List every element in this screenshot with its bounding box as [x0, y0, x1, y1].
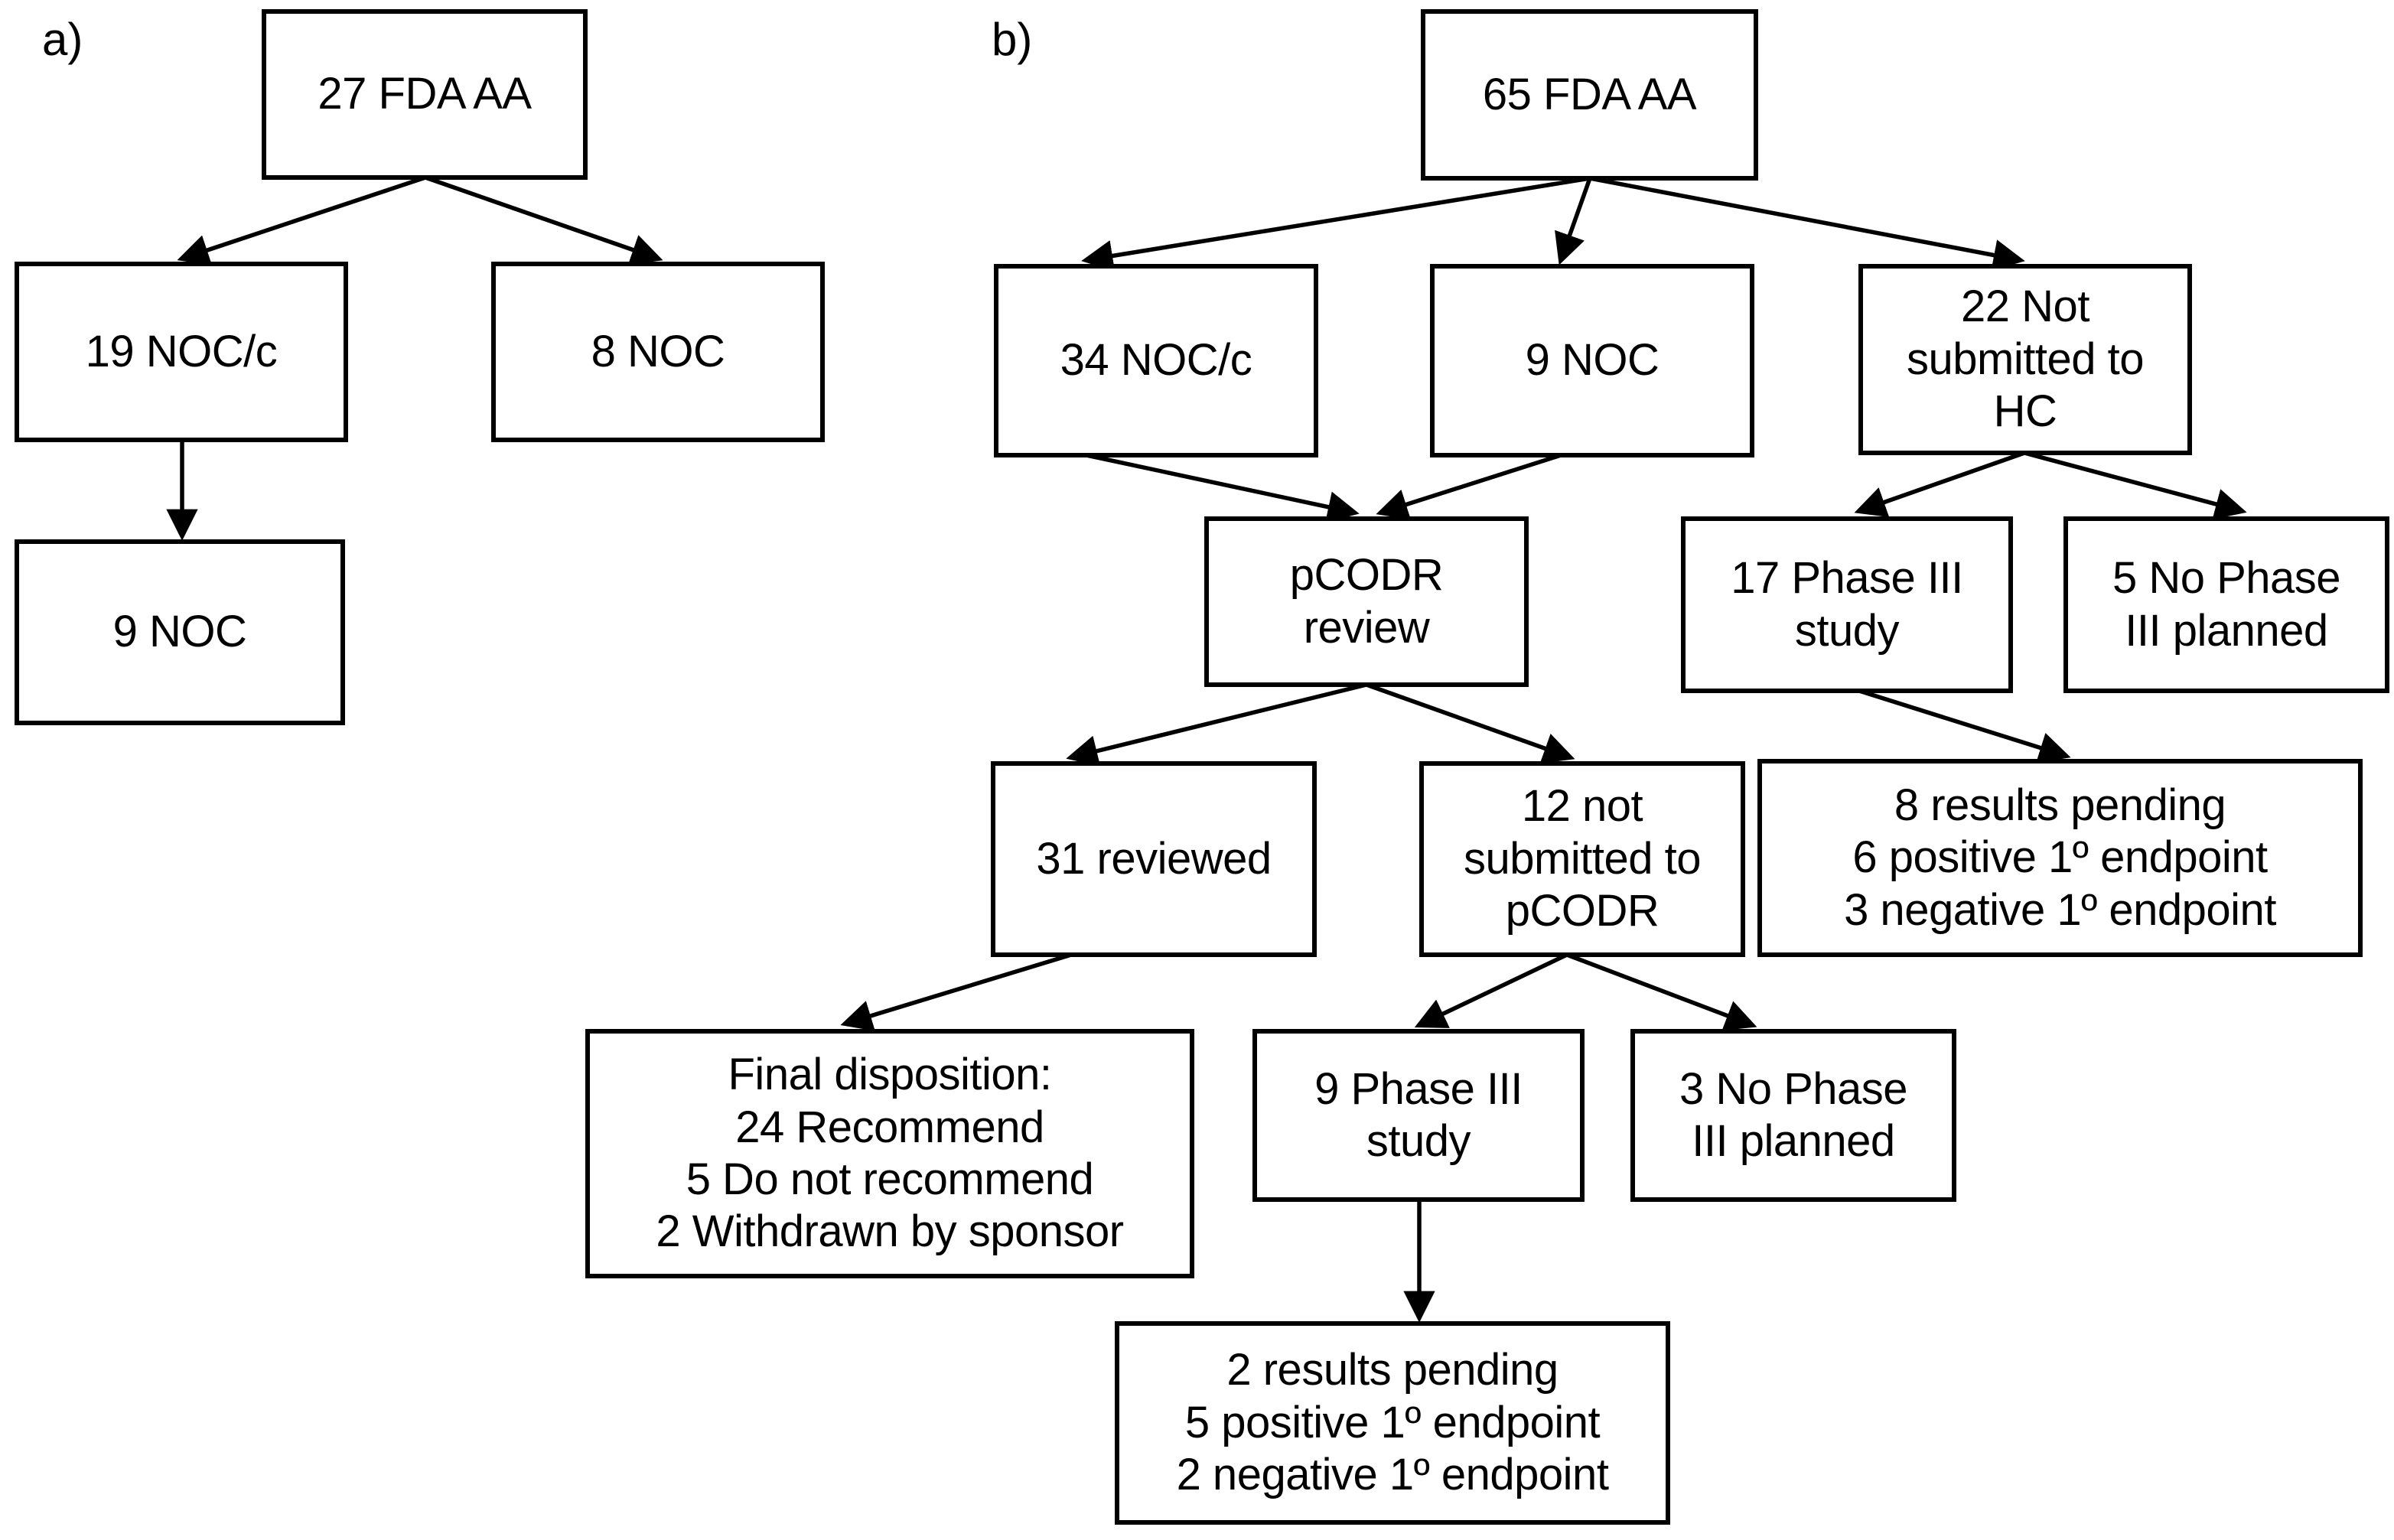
- node-label-b-results8: 8 results pending 6 positive 1º endpoint…: [1760, 761, 2360, 955]
- edge-b-notsub12-to-p3-9: [1414, 952, 1568, 1028]
- node-label-b-nocc: 34 NOC/c: [996, 266, 1316, 455]
- node-line: 2 Withdrawn by sponsor: [656, 1206, 1124, 1257]
- node-label-b-p3-17: 17 Phase III study: [1683, 519, 2011, 691]
- node-line: III planned: [2125, 605, 2328, 656]
- node-box-b-p3-9: [1252, 1029, 1585, 1202]
- node-line: 9 NOC: [112, 607, 247, 657]
- node-label-b-reviewed31: 31 reviewed: [993, 763, 1314, 955]
- edge-b-pcodr-to-reviewed31: [1066, 682, 1367, 767]
- node-label-b-noc9: 9 NOC: [1432, 266, 1752, 455]
- edge-b-fda-to-nothc: [1589, 176, 2025, 271]
- node-line: 2 results pending: [1226, 1345, 1559, 1395]
- node-label-b-fda: 65 FDA AA: [1423, 11, 1756, 178]
- node-line: 8 NOC: [591, 326, 725, 376]
- node-line: review: [1303, 602, 1430, 653]
- node-box-b-results8: [1757, 759, 2363, 957]
- node-line: 12 not: [1521, 781, 1643, 832]
- node-line: 9 Phase III: [1314, 1063, 1523, 1114]
- edge-b-nothc-to-p3-17: [1854, 451, 2025, 518]
- edge-b-noc9-to-pcodr: [1376, 453, 1562, 520]
- node-label-a-fda: 27 FDA AA: [264, 11, 585, 177]
- node-box-b-fda: [1421, 9, 1758, 181]
- node-line: submitted to: [1464, 833, 1701, 884]
- panel-a-edges: [166, 175, 663, 541]
- node-line: HC: [1993, 386, 2057, 437]
- node-line: Final disposition:: [728, 1050, 1053, 1100]
- node-label-b-nothc: 22 Not submitted to HC: [1861, 266, 2190, 453]
- node-label-b-nop3-5: 5 No Phase III planned: [2066, 519, 2387, 691]
- node-line: 8 results pending: [1894, 780, 2226, 830]
- node-line: 19 NOC/c: [85, 326, 278, 376]
- node-box-b-nop3-5: [2063, 516, 2389, 693]
- node-line: 5 positive 1º endpoint: [1184, 1397, 1601, 1447]
- node-label-a-noc8: 8 NOC: [493, 264, 822, 440]
- node-line: submitted to: [1907, 334, 2144, 384]
- node-box-b-nop3-3: [1630, 1029, 1956, 1202]
- node-box-b-final: [585, 1029, 1194, 1278]
- node-line: 9 NOC: [1525, 335, 1660, 386]
- edge-b-notsub12-to-nop3-3: [1566, 952, 1757, 1031]
- node-box-a-noc8: [491, 262, 825, 442]
- node-line: 65 FDA AA: [1482, 69, 1697, 119]
- node-box-b-nocc: [994, 264, 1318, 457]
- node-line: 22 Not: [1961, 282, 2089, 332]
- node-label-a-nocc: 19 NOC/c: [17, 264, 346, 440]
- node-box-b-results2: [1115, 1321, 1670, 1525]
- node-label-b-final: Final disposition: 24 Recommend 5 Do not…: [588, 1031, 1192, 1276]
- node-line: pCODR: [1289, 550, 1444, 601]
- node-label-b-nop3-3: 3 No Phase III planned: [1633, 1031, 1954, 1200]
- node-line: 5 No Phase: [2112, 553, 2341, 604]
- edge-b-reviewed31-to-final: [840, 952, 1072, 1031]
- panel-b-edges: [840, 176, 2247, 1323]
- node-line: 6 positive 1º endpoint: [1852, 832, 2268, 883]
- node-box-b-p3-17: [1681, 516, 2013, 693]
- node-line: III planned: [1692, 1116, 1895, 1166]
- node-label-b-p3-9: 9 Phase III study: [1255, 1031, 1582, 1200]
- node-line: 24 Recommend: [735, 1102, 1044, 1152]
- node-box-b-notsub12: [1419, 761, 1745, 957]
- node-box-b-noc9: [1430, 264, 1754, 457]
- node-label-b-pcodr: pCODR review: [1207, 519, 1526, 685]
- edge-b-fda-to-nocc: [1081, 176, 1591, 272]
- edge-b-nothc-to-nop3-5: [2024, 451, 2247, 520]
- node-label-b-results2: 2 results pending 5 positive 1º endpoint…: [1117, 1323, 1668, 1522]
- node-label-b-notsub12: 12 not submitted to pCODR: [1422, 763, 1743, 955]
- node-line: pCODR: [1505, 886, 1660, 936]
- node-line: 34 NOC/c: [1060, 335, 1252, 386]
- node-line: 5 Do not recommend: [686, 1154, 1094, 1204]
- node-box-b-nothc: [1858, 264, 2192, 455]
- node-line: study: [1366, 1116, 1471, 1166]
- edge-b-nocc-to-pcodr: [1086, 453, 1360, 523]
- node-box-a-nocc: [15, 262, 348, 442]
- node-line: 31 reviewed: [1036, 833, 1272, 884]
- node-box-a-fda: [262, 9, 588, 180]
- node-box-b-reviewed31: [991, 761, 1317, 957]
- node-line: 3 negative 1º endpoint: [1844, 884, 2276, 935]
- edge-b-fda-to-noc9: [1555, 177, 1592, 265]
- node-line: study: [1794, 605, 1900, 656]
- edge-a-fda-to-noc8: [425, 175, 663, 265]
- edge-b-p3-17-to-results8: [1858, 689, 2071, 763]
- node-line: 2 negative 1º endpoint: [1176, 1450, 1609, 1500]
- node-box-b-pcodr: [1204, 516, 1529, 687]
- panel-a-label: a): [42, 14, 83, 65]
- node-line: 17 Phase III: [1731, 553, 1963, 604]
- node-line: 27 FDA AA: [318, 69, 532, 119]
- node-label-a-noc9: 9 NOC: [17, 542, 343, 723]
- edge-b-pcodr-to-notsub12: [1366, 682, 1575, 763]
- panel-b-label: b): [992, 14, 1033, 65]
- node-line: 3 No Phase: [1679, 1063, 1908, 1114]
- node-box-a-noc9: [15, 539, 345, 725]
- edge-a-fda-to-nocc: [177, 175, 426, 265]
